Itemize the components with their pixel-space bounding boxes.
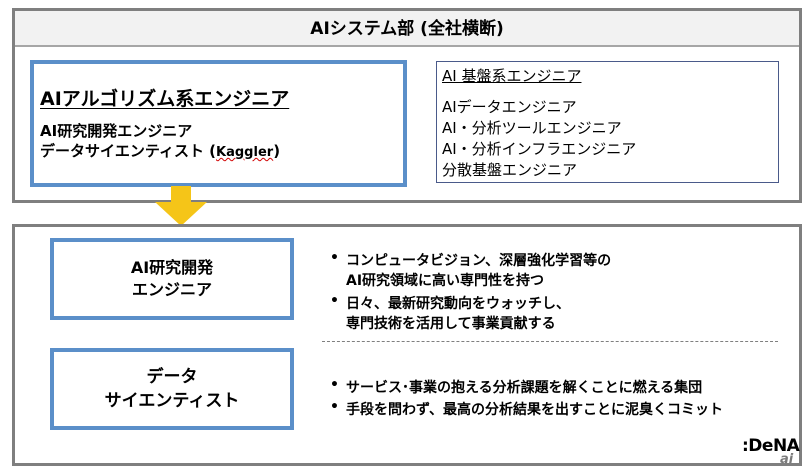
algorithm-engineer-title: AIアルゴリズム系エンジニア: [40, 88, 290, 110]
down-arrow-icon: [155, 186, 207, 226]
ai-research-engineer-heading-line1: AI研究開発: [130, 258, 214, 277]
dena-logo: :DeNA: [742, 436, 800, 456]
top-title: AIシステム部 (全社横断): [310, 19, 504, 39]
bullet: •: [330, 250, 339, 266]
infra-item: AIデータエンジニア: [442, 98, 577, 116]
dashed-divider: [322, 341, 778, 342]
data-scientist-label-suffix: ): [273, 142, 281, 160]
research-bullet-1-line2: AI研究領域に高い専門性を持つ: [346, 273, 545, 289]
bullet: •: [330, 377, 339, 393]
infrastructure-engineer-title: AI 基盤系エンジニア: [442, 67, 582, 85]
data-scientist-heading: データ サイエンティスト: [50, 348, 294, 430]
ai-research-engineer-box: [50, 238, 294, 320]
ds-bullet-1: サービス･事業の抱える分析課題を解くことに燃える集団: [346, 380, 703, 396]
bullet: •: [330, 293, 339, 309]
data-scientist-heading-line1: データ: [146, 367, 198, 387]
data-scientist-box: [50, 348, 294, 430]
kaggler-label: Kaggler: [216, 145, 274, 160]
ai-research-engineer-heading-line2: エンジニア: [131, 280, 212, 299]
data-scientist-label-prefix: データサイエンティスト (: [40, 142, 217, 160]
data-scientist-kaggler-label: データサイエンティスト (Kaggler): [40, 140, 280, 161]
top-header-bar: [15, 11, 799, 47]
bullet: •: [330, 399, 339, 415]
down-arrow-shape: [155, 186, 207, 226]
infra-item: AI・分析ツールエンジニア: [442, 119, 622, 137]
algorithm-engineer-box: [30, 60, 407, 187]
research-bullet-2-line2: 専門技術を活用して事業貢献する: [346, 316, 556, 332]
ai-research-engineer-heading: AI研究開発 エンジニア: [50, 238, 294, 320]
infra-item: 分散基盤エンジニア: [442, 161, 578, 179]
research-bullet-2-line1: 日々、最新研究動向をウォッチし、: [346, 296, 570, 312]
data-scientist-heading-line2: サイエンティスト: [104, 391, 240, 411]
ai-research-engineer-label: AI研究開発エンジニア: [40, 122, 193, 140]
infra-item: AI・分析インフラエンジニア: [442, 140, 637, 158]
research-bullet-1-line1: コンピュータビジョン、深層強化学習等の: [346, 253, 612, 269]
ai-logo-mark: ai: [780, 452, 794, 467]
infrastructure-engineer-box: [436, 61, 779, 183]
ds-bullet-2: 手段を問わず、最高の分析結果を出すことに泥臭くコミット: [346, 402, 724, 418]
